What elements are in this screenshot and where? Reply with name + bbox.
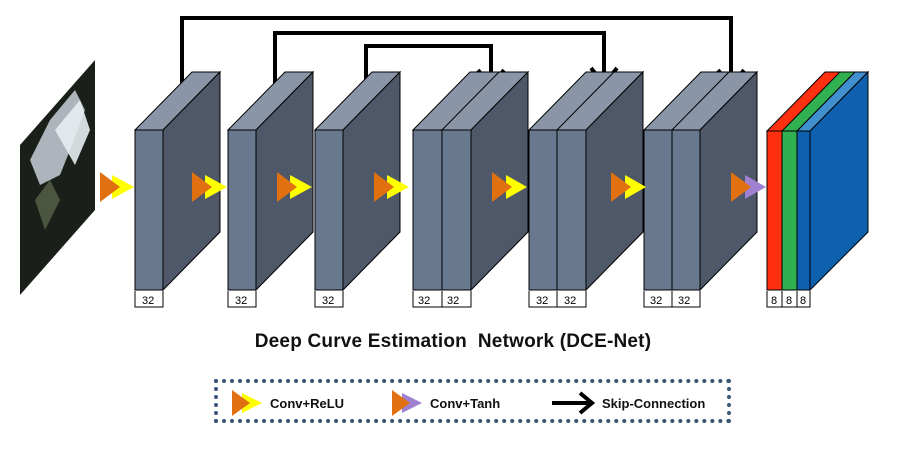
layer-3 — [313, 70, 402, 292]
legend-conv-relu-label: Conv+ReLU — [270, 395, 345, 411]
channel-label: 32 — [418, 295, 430, 307]
channel-label: 8 — [786, 295, 792, 307]
layer-4 — [411, 70, 530, 292]
channel-label: 32 — [235, 295, 247, 307]
conv-relu-arrow-3 — [374, 172, 409, 202]
conv-relu-arrow-5 — [611, 172, 646, 202]
conv-tanh-arrow-6 — [731, 172, 766, 202]
legend-skip-connection: Skip-Connection — [550, 389, 705, 417]
skip-connections — [180, 16, 746, 97]
layer-1 — [133, 70, 222, 292]
dce-net-diagram: 32 32 32 32 32 32 32 32 32 8 8 8 — [20, 16, 870, 308]
channel-label: 32 — [536, 295, 548, 307]
channel-label: 8 — [800, 295, 806, 307]
input-image — [20, 60, 95, 295]
legend-skip-connection-label: Skip-Connection — [602, 395, 706, 411]
channel-labels — [134, 291, 811, 308]
diagram-title: Deep Curve Estimation Network (DCE-Net) — [254, 331, 652, 352]
skip-connection-2-5 — [273, 31, 606, 94]
conv-relu-arrow-2 — [277, 172, 312, 202]
conv-relu-arrow-4 — [492, 172, 527, 202]
channel-label: 32 — [650, 295, 662, 307]
layer-6 — [642, 70, 759, 292]
channel-label: 8 — [771, 295, 777, 307]
conv-tanh-icon — [392, 390, 422, 416]
skip-arrow-icon — [552, 391, 596, 415]
channel-label: 32 — [322, 295, 334, 307]
skip-connection-3-4 — [364, 44, 493, 97]
channel-label: 32 — [142, 295, 154, 307]
channel-label: 32 — [564, 295, 576, 307]
conv-relu-arrow-input — [100, 172, 134, 202]
legend-conv-tanh-label: Conv+Tanh — [430, 395, 501, 411]
legend: Conv+ReLU Conv+Tanh Skip-Connection — [214, 379, 731, 423]
channel-label: 32 — [447, 295, 459, 307]
legend-conv-tanh: Conv+Tanh — [390, 389, 500, 417]
conv-relu-icon — [232, 390, 262, 416]
channel-label: 32 — [678, 295, 690, 307]
conv-relu-arrow-1 — [192, 172, 227, 202]
operator-arrows — [100, 172, 766, 202]
legend-conv-relu: Conv+ReLU — [230, 389, 344, 417]
skip-connection-1-6 — [180, 16, 733, 87]
output-layers — [765, 70, 870, 292]
